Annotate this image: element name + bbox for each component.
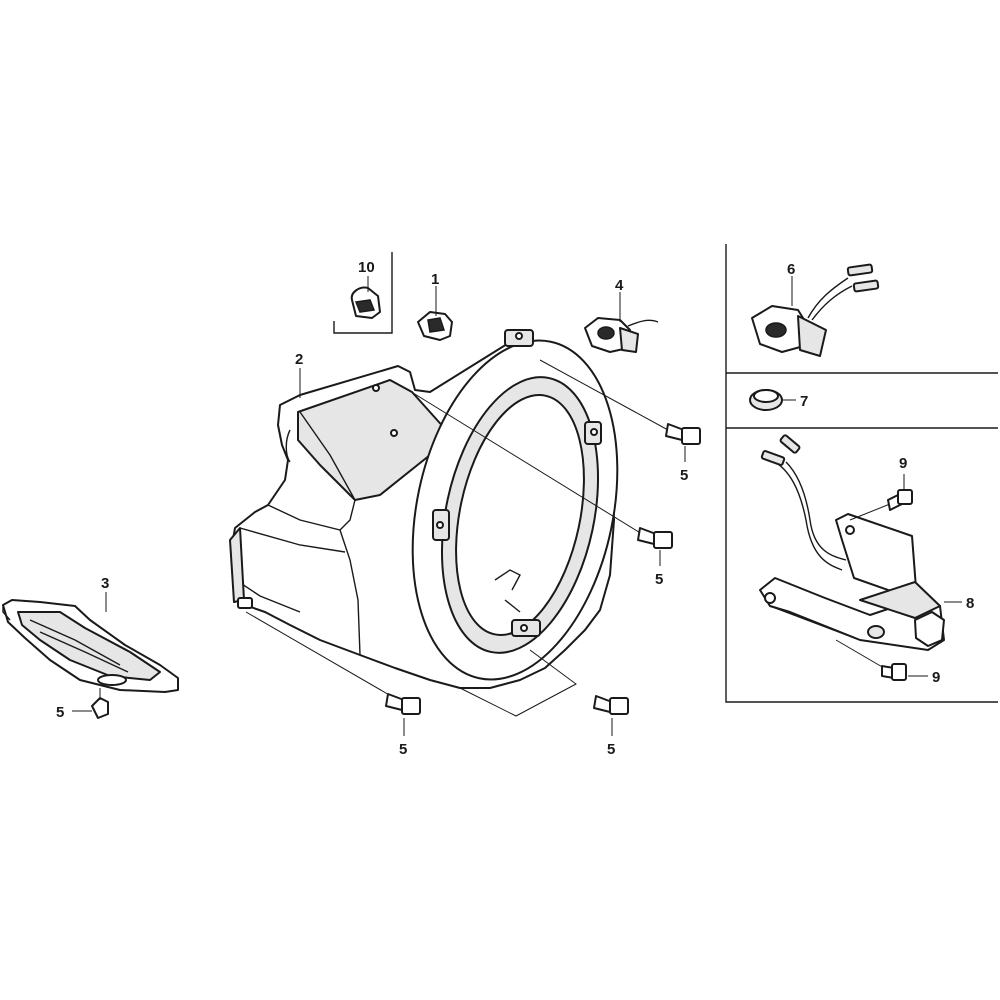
lower-cover-part	[2, 599, 179, 693]
switch-part-4	[584, 292, 659, 353]
bolt-part-5d	[459, 649, 629, 736]
callout-5-right-top: 5	[680, 467, 688, 484]
callout-5-right-mid: 5	[655, 571, 663, 588]
callout-6: 6	[787, 261, 795, 278]
fan-cover-part	[229, 329, 619, 689]
clamp-part-1	[417, 286, 453, 341]
callout-3: 3	[101, 575, 109, 592]
callout-5-bottom-left: 5	[399, 741, 407, 758]
callout-9-bottom: 9	[932, 669, 940, 686]
inset-frame-10	[333, 252, 393, 334]
callout-9-top: 9	[899, 455, 907, 472]
bolt-part-5b	[404, 387, 673, 566]
callout-4: 4	[615, 277, 624, 294]
bolt-part-9b	[835, 639, 928, 681]
switch-part-6	[751, 263, 880, 357]
callout-7: 7	[800, 393, 808, 410]
clamp-part-10	[350, 276, 381, 319]
bolt-part-5a	[539, 359, 701, 462]
callout-10: 10	[358, 259, 375, 276]
grommet-part-7	[749, 389, 796, 411]
callout-5-left: 5	[56, 704, 64, 721]
bolt-part-5c	[245, 611, 421, 736]
inset-frames	[725, 244, 998, 703]
callout-8: 8	[966, 595, 974, 612]
bolt-part-9a	[849, 474, 913, 521]
bolt-part-5e	[72, 688, 109, 719]
callout-5-bottom-right: 5	[607, 741, 615, 758]
callout-1: 1	[431, 271, 439, 288]
bracket-part-8	[759, 434, 962, 651]
callout-2: 2	[295, 351, 303, 368]
